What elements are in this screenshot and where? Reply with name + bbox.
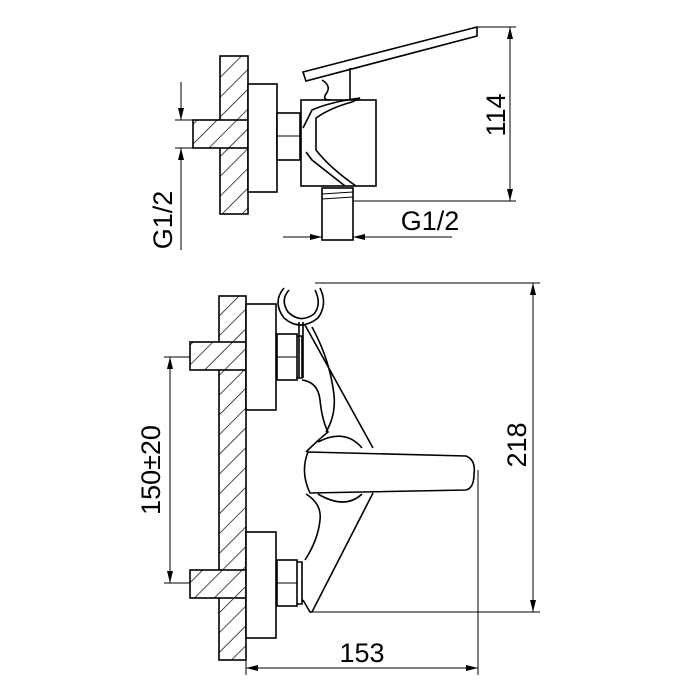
inlet-pipe-section bbox=[192, 119, 249, 149]
dimension-153: 153 bbox=[339, 638, 384, 668]
dimension-150-20: 150±20 bbox=[136, 425, 166, 515]
handle-boss bbox=[317, 435, 363, 503]
top-view: 114 G1/2 G1/2 bbox=[148, 25, 516, 250]
dimension-114: 114 bbox=[481, 93, 511, 136]
dimension-218: 218 bbox=[502, 422, 532, 467]
body-contour bbox=[301, 324, 374, 613]
lower-inlet-section bbox=[189, 569, 247, 599]
shower-hook bbox=[277, 287, 325, 326]
front-view: 218 150±20 153 bbox=[136, 282, 540, 675]
upper-inlet-section bbox=[189, 341, 247, 371]
outlet-pipe bbox=[321, 187, 354, 241]
upper-escutcheon bbox=[245, 303, 277, 411]
escutcheon bbox=[247, 83, 278, 193]
lever-handle bbox=[303, 451, 476, 494]
body-contour bbox=[302, 97, 361, 187]
lower-escutcheon bbox=[245, 531, 277, 639]
mixer-body bbox=[300, 99, 377, 187]
lever-handle bbox=[301, 25, 478, 82]
inlet-thread-label: G1/2 bbox=[148, 191, 178, 250]
outlet-thread-label: G1/2 bbox=[401, 206, 460, 236]
